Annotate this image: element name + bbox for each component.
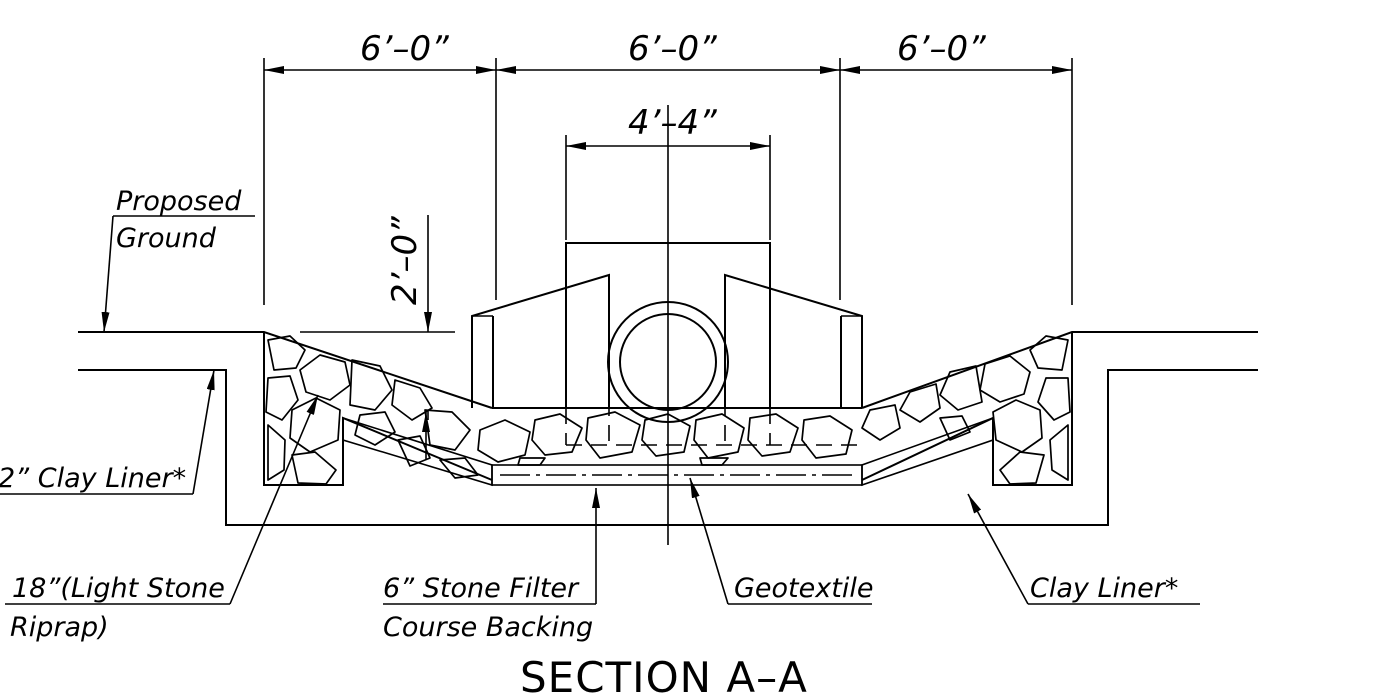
clay-liner-left-leader [0,369,215,495]
clay-liner-right-leader [967,493,1200,605]
stone-filter-leader [383,412,600,605]
dim-center-width: 6’–0” [628,29,717,69]
label-stone-filter-2: Course Backing [383,612,593,643]
clay-liner-outline [78,369,1258,526]
headwall-structure [471,242,863,408]
label-proposed-ground-1: Proposed [116,186,242,217]
section-title: SECTION A–A [520,653,808,697]
label-riprap-1: 18”(Light Stone [12,573,225,604]
label-riprap-2: Riprap) [10,612,109,643]
label-geotextile: Geotextile [734,573,873,604]
label-proposed-ground-2: Ground [116,223,217,254]
dim-left-width: 6’–0” [360,29,449,69]
label-stone-filter-1: 6” Stone Filter [383,573,580,604]
label-clay-liner-left: 2” Clay Liner* [0,463,186,494]
dimension-lines [264,66,1072,420]
proposed-ground-leader [101,215,255,333]
dim-inner-width: 4’–4” [628,103,717,143]
riprap-leader [5,394,319,605]
label-clay-liner-right: Clay Liner* [1030,573,1178,604]
stone-filter-layer [342,416,994,487]
dim-depth: 2’–0” [385,216,425,305]
geotextile-leader [689,477,872,605]
dim-right-width: 6’–0” [897,29,986,69]
riprap-right-block [861,332,1073,486]
extension-lines [263,58,1073,333]
riprap-left-block [263,332,493,486]
center-riprap-bed [477,407,862,466]
hidden-lines [565,275,862,446]
